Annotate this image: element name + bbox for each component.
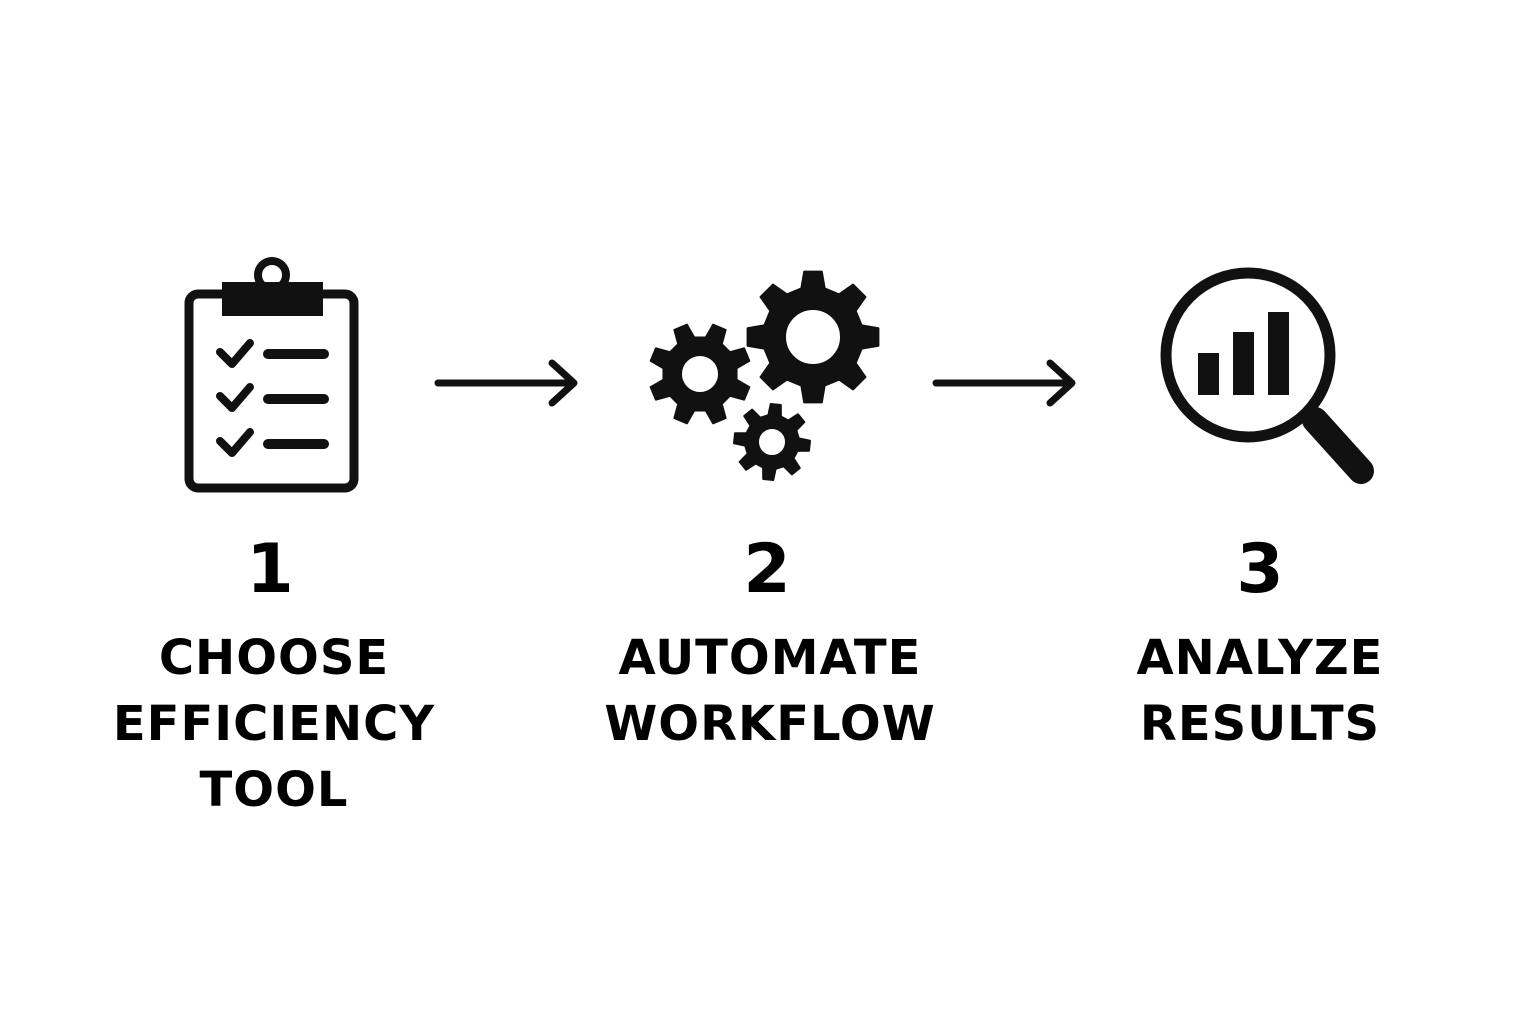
gear-small [733, 403, 811, 481]
step-number: 3 [1236, 530, 1284, 609]
step-label-line: AUTOMATE [618, 630, 922, 686]
step-label-line: RESULTS [1139, 696, 1381, 752]
step-label: CHOOSE EFFICIENCY TOOL [94, 625, 454, 823]
gear-large [746, 270, 880, 404]
gear-medium [649, 323, 751, 425]
arrow-right-icon [932, 359, 1076, 407]
clipboard-checklist-icon [184, 257, 359, 493]
step-label: AUTOMATE WORKFLOW [590, 625, 950, 757]
step-label-line: ANALYZE [1136, 630, 1384, 686]
step-label-line: EFFICIENCY [112, 696, 436, 752]
magnifier-chart-icon [1160, 267, 1374, 484]
step-number: 2 [743, 530, 791, 609]
gears-icon [649, 270, 880, 481]
arrow-right-icon [434, 359, 578, 407]
step-label-line: TOOL [199, 762, 349, 818]
step-number: 1 [246, 530, 294, 609]
step-label-line: WORKFLOW [604, 696, 936, 752]
step-label-line: CHOOSE [158, 630, 390, 686]
step-label: ANALYZE RESULTS [1080, 625, 1440, 757]
